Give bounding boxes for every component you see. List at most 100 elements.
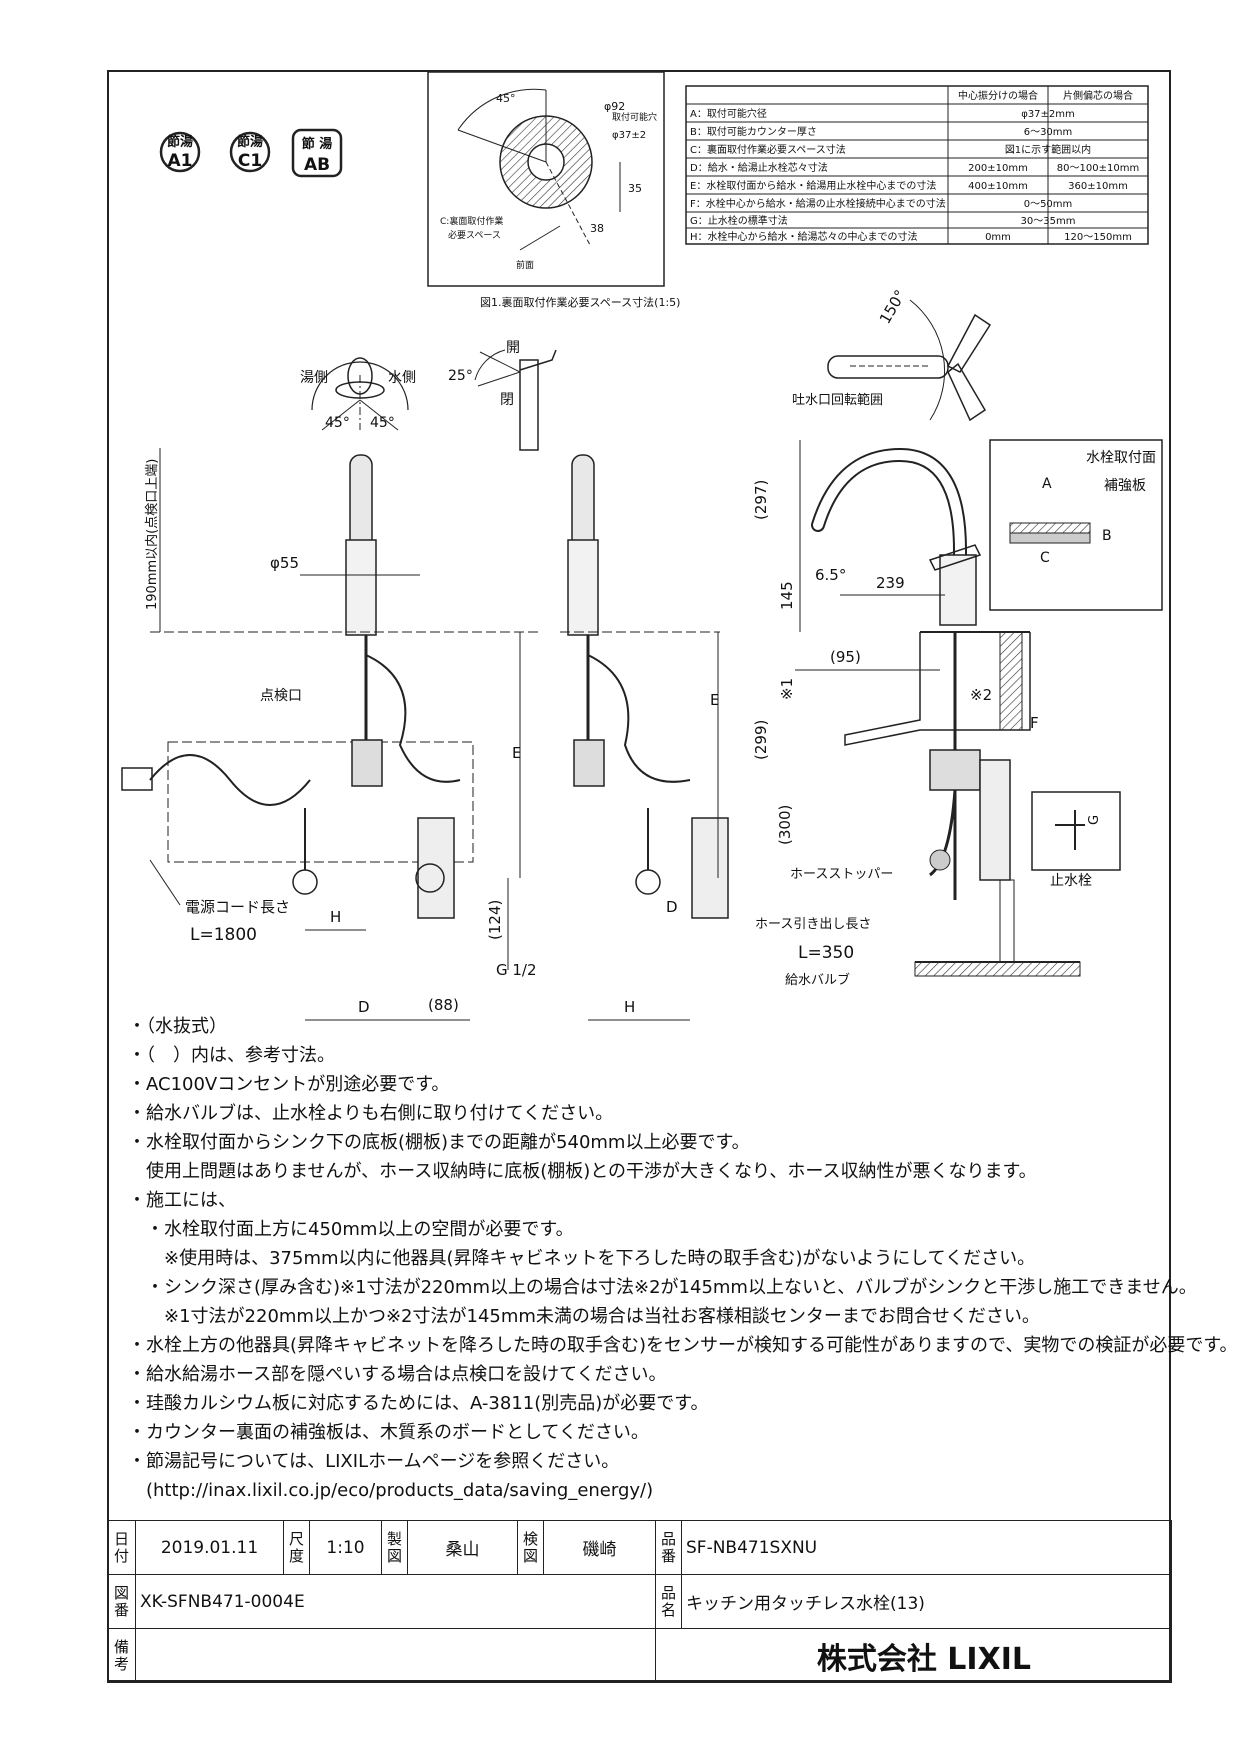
svg-text:0～50mm: 0～50mm — [1024, 199, 1073, 210]
svg-text:H: H — [624, 998, 635, 1016]
svg-text:35: 35 — [628, 182, 642, 195]
svg-text:L=1800: L=1800 — [190, 925, 257, 945]
svg-text:節湯: 節湯 — [167, 134, 193, 150]
svg-text:360±10mm: 360±10mm — [1068, 181, 1128, 192]
svg-text:水栓取付面: 水栓取付面 — [1086, 450, 1156, 466]
svg-text:120～150mm: 120～150mm — [1064, 232, 1132, 243]
drawing-no-label: 図番 — [107, 1574, 136, 1629]
drawing-no-value: XK-SFNB471-0004E — [135, 1574, 656, 1629]
note-item: ・シンク深さ(厚み含む)※1寸法が220mm以上の場合は寸法※2が145mm以上… — [128, 1277, 1197, 1298]
side-section-right: 止水栓 G 水栓取付面 補強板 A B C (297) 145 6.5° 239… — [752, 439, 1163, 988]
svg-text:E：水栓取付面から給水・給湯用止水栓中心までの寸法: E：水栓取付面から給水・給湯用止水栓中心までの寸法 — [690, 179, 936, 192]
svg-text:190mm以内(点検口上端): 190mm以内(点検口上端) — [144, 459, 160, 610]
svg-text:(297): (297) — [752, 480, 770, 520]
svg-text:25°: 25° — [448, 368, 473, 384]
svg-text:G: G — [1087, 815, 1102, 825]
product-name-label: 品名 — [655, 1574, 682, 1629]
svg-text:湯側: 湯側 — [300, 369, 328, 386]
note-item: ・AC100Vコンセントが別途必要です。 — [128, 1074, 450, 1095]
svg-text:200±10mm: 200±10mm — [968, 163, 1028, 174]
remarks-label: 備考 — [107, 1628, 136, 1683]
note-item: ・給水バルブは、止水栓よりも右側に取り付けてください。 — [128, 1103, 614, 1124]
svg-text:38: 38 — [590, 222, 604, 235]
note-item: 使用上問題はありませんが、ホース収納時に底板(棚板)との干渉が大きくなり、ホース… — [128, 1161, 1037, 1182]
svg-text:C：裏面取付作業必要スペース寸法: C：裏面取付作業必要スペース寸法 — [690, 143, 846, 156]
date-value: 2019.01.11 — [135, 1520, 284, 1575]
svg-text:145: 145 — [778, 581, 796, 610]
note-item: (http://inax.lixil.co.jp/eco/products_da… — [128, 1480, 654, 1501]
svg-text:(95): (95) — [830, 648, 861, 666]
svg-text:239: 239 — [876, 574, 905, 592]
svg-text:AB: AB — [304, 155, 330, 175]
scale-label: 尺度 — [283, 1520, 310, 1575]
svg-text:節湯: 節湯 — [237, 134, 263, 150]
lever-top-view: 湯側 水側 45° 45° — [300, 357, 416, 431]
svg-text:D: D — [666, 898, 678, 916]
svg-text:C: C — [1040, 550, 1050, 566]
svg-text:45°: 45° — [370, 415, 395, 431]
svg-text:H: H — [330, 908, 341, 926]
svg-text:A1: A1 — [168, 151, 193, 171]
svg-text:C1: C1 — [238, 151, 262, 171]
svg-text:開: 開 — [506, 340, 520, 356]
svg-text:給水バルブ: 給水バルブ — [785, 972, 850, 988]
note-item: ・珪酸カルシウム板に対応するためには、A-3811(別売品)が必要です。 — [128, 1393, 709, 1414]
spout-rotation-view: 150° 吐水口回転範囲 — [792, 287, 992, 422]
part-no-label: 品番 — [655, 1520, 682, 1575]
spec-table: 中心振分けの場合 片側偏芯の場合 A：取付可能穴径 φ37±2mm B：取付可能… — [685, 85, 1149, 245]
remarks-value — [135, 1628, 656, 1683]
svg-text:φ37±2mm: φ37±2mm — [1021, 109, 1075, 120]
svg-text:6～30mm: 6～30mm — [1024, 127, 1073, 138]
svg-text:A：取付可能穴径: A：取付可能穴径 — [690, 107, 767, 120]
svg-text:※2: ※2 — [970, 686, 992, 704]
svg-text:止水栓: 止水栓 — [1050, 873, 1092, 889]
figure-1-space: 45° φ92 取付可能穴 φ37±2 35 38 C:裏面取付作業 必要スペー… — [427, 71, 680, 309]
svg-text:φ37±2: φ37±2 — [612, 130, 646, 141]
svg-text:閉: 閉 — [500, 392, 514, 408]
svg-text:E: E — [710, 691, 719, 709]
saving-badge-a1: 節湯 A1 — [159, 131, 201, 173]
note-item: ※使用時は、375mm以内に他器具(昇降キャビネットを下ろした時の取手含む)がな… — [128, 1248, 1036, 1269]
svg-text:30～35mm: 30～35mm — [1021, 216, 1076, 227]
note-item: ・カウンター裏面の補強板は、木質系のボードとしてください。 — [128, 1422, 649, 1443]
svg-text:D: D — [358, 998, 370, 1016]
svg-text:B：取付可能カウンター厚さ: B：取付可能カウンター厚さ — [690, 125, 817, 138]
svg-text:F：水栓中心から給水・給湯の止水栓接続中心までの寸法: F：水栓中心から給水・給湯の止水栓接続中心までの寸法 — [690, 197, 946, 210]
note-item: ・水栓取付面からシンク下の底板(棚板)までの距離が540mm以上必要です。 — [128, 1132, 750, 1153]
svg-text:(299): (299) — [752, 720, 770, 760]
svg-text:0mm: 0mm — [985, 232, 1011, 243]
company-logo: 株式会社 LIXIL — [655, 1628, 1172, 1683]
checked-value: 磯崎 — [543, 1520, 656, 1575]
svg-text:E: E — [512, 744, 521, 762]
note-item: ・施工には、 — [128, 1190, 236, 1211]
svg-text:ホースストッパー: ホースストッパー — [790, 867, 893, 882]
svg-text:45°: 45° — [325, 415, 350, 431]
svg-text:G 1/2: G 1/2 — [496, 961, 537, 979]
note-item: ・水栓上方の他器具(昇降キャビネットを降ろした時の取手含む)をセンサーが検知する… — [128, 1335, 1238, 1356]
drawn-value: 桑山 — [407, 1520, 518, 1575]
svg-text:補強板: 補強板 — [1104, 478, 1146, 494]
note-item: ※1寸法が220mm以上かつ※2寸法が145mm未満の場合は当社お客様相談センタ… — [128, 1306, 1040, 1327]
checked-label: 検図 — [517, 1520, 544, 1575]
svg-text:150°: 150° — [876, 287, 910, 327]
note-item: ・節湯記号については、LIXILホームページを参照ください。 — [128, 1451, 620, 1472]
note-item: ・（水抜式） — [128, 1016, 227, 1037]
note-item: ・給水給湯ホース部を隠ぺいする場合は点検口を設けてください。 — [128, 1364, 667, 1385]
notes-list: ・（水抜式） ・（ ）内は、参考寸法。 ・AC100Vコンセントが別途必要です。… — [128, 1012, 1238, 1505]
svg-text:取付可能穴: 取付可能穴 — [612, 111, 657, 123]
svg-text:図1.裏面取付作業必要スペース寸法(1:5): 図1.裏面取付作業必要スペース寸法(1:5) — [480, 295, 680, 309]
svg-text:前面: 前面 — [516, 259, 534, 271]
part-no-value: SF-NB471SXNU — [681, 1520, 1172, 1575]
svg-text:6.5°: 6.5° — [815, 566, 846, 584]
front-elevation-left: φ55 190mm以内(点検口上端) 点検口 E (124) H D (88) … — [121, 448, 540, 1021]
svg-text:C:裏面取付作業: C:裏面取付作業 — [440, 215, 503, 227]
svg-text:中心振分けの場合: 中心振分けの場合 — [958, 89, 1038, 102]
note-item: ・（ ）内は、参考寸法。 — [128, 1045, 335, 1066]
lever-side-view: 25° 開 閉 — [448, 340, 557, 451]
svg-text:節 湯: 節 湯 — [302, 136, 333, 152]
saving-badge-ab: 節 湯 AB — [291, 128, 343, 178]
svg-text:D：給水・給湯止水栓芯々寸法: D：給水・給湯止水栓芯々寸法 — [690, 161, 828, 174]
svg-text:水側: 水側 — [388, 370, 416, 386]
svg-text:電源コード長さ: 電源コード長さ — [185, 898, 290, 916]
